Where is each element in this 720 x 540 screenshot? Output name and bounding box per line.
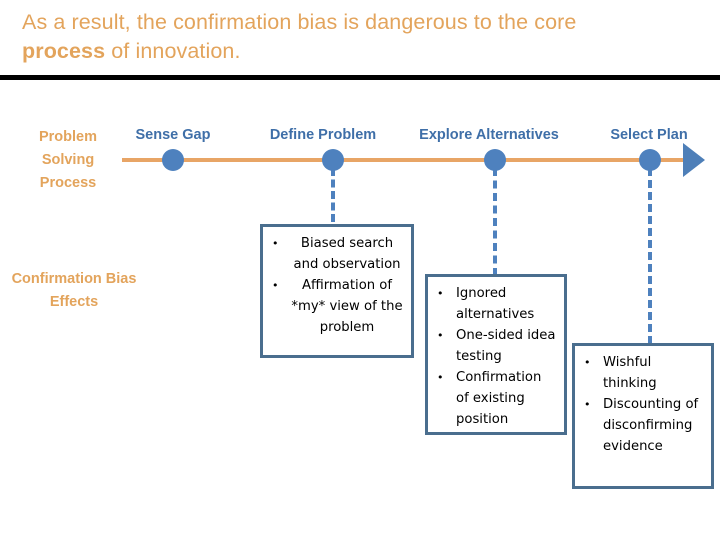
timeline-label-sense-gap: Sense Gap (135, 127, 211, 143)
effect-list: Biased search and observation Affirmatio… (269, 233, 403, 338)
list-item: One-sided idea testing (434, 325, 556, 367)
timeline-label-explore-alternatives: Explore Alternatives (419, 127, 559, 143)
timeline-label-define-problem: Define Problem (269, 127, 377, 143)
list-item: Discounting of disconfirming evidence (581, 394, 703, 457)
connector-explore-alternatives (493, 168, 501, 276)
page-title-line2-rest: of innovation. (105, 39, 241, 63)
page-title-bold-word: process (22, 39, 106, 63)
title-divider-rule (0, 75, 720, 80)
effect-box-explore-alternatives: Ignored alternatives One-sided idea test… (425, 274, 567, 435)
effect-box-define-problem: Biased search and observation Affirmatio… (260, 224, 414, 358)
list-item: Biased search and observation (269, 233, 403, 275)
connector-define-problem (331, 168, 339, 222)
page-title: As a result, the confirmation bias is da… (22, 8, 702, 66)
list-item: Confirmation of existing position (434, 367, 556, 430)
row-label-problem-solving-process: Problem Solving Process (38, 129, 97, 191)
connector-select-plan (648, 168, 656, 344)
timeline-dot-define-problem[interactable] (322, 149, 344, 171)
effect-list: Wishful thinking Discounting of disconfi… (581, 352, 703, 457)
timeline-arrow-icon (683, 143, 705, 177)
list-item: Wishful thinking (581, 352, 703, 394)
list-item: Ignored alternatives (434, 283, 556, 325)
timeline-dot-select-plan[interactable] (639, 149, 661, 171)
page-title-line1: As a result, the confirmation bias is da… (22, 10, 577, 34)
timeline-dot-sense-gap[interactable] (162, 149, 184, 171)
timeline-label-select-plan: Select Plan (610, 127, 688, 143)
effect-list: Ignored alternatives One-sided idea test… (434, 283, 556, 430)
timeline-track (122, 158, 688, 162)
list-item: Affirmation of *my* view of the problem (269, 275, 403, 338)
timeline-dot-explore-alternatives[interactable] (484, 149, 506, 171)
effect-box-select-plan: Wishful thinking Discounting of disconfi… (572, 343, 714, 489)
row-label-confirmation-bias-effects: Confirmation Bias Effects (11, 271, 137, 310)
